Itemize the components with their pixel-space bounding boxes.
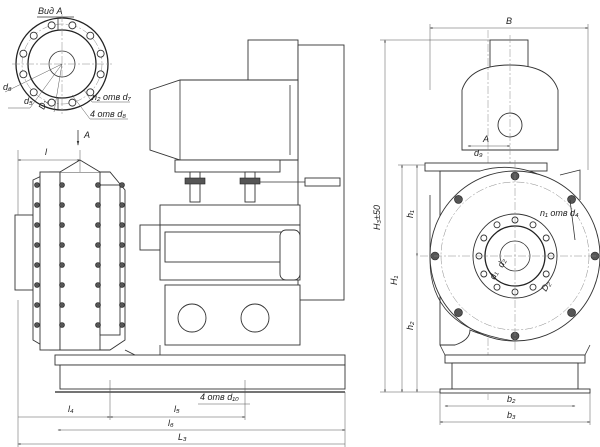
bolt bbox=[59, 242, 65, 248]
bolt bbox=[95, 222, 101, 228]
pump-frame bbox=[159, 204, 301, 226]
bolt-hole bbox=[47, 98, 56, 107]
bolt bbox=[95, 202, 101, 208]
label-d2: d₂ bbox=[495, 257, 507, 269]
bolt bbox=[119, 282, 125, 288]
label-d5: d₅ bbox=[24, 96, 33, 106]
view-a-flange: Вид А d₆ d₅ D₁ n₂ отв d₇ 4 отв d₈ bbox=[3, 6, 132, 120]
dim-l4: l₄ bbox=[68, 404, 74, 414]
bolt bbox=[59, 302, 65, 308]
bolt bbox=[119, 262, 125, 268]
dim-l: l bbox=[45, 147, 48, 157]
bolt-hole bbox=[29, 88, 38, 97]
dim-d9: d₉ bbox=[474, 148, 483, 158]
bolt bbox=[34, 322, 40, 328]
label-n2-d7: n₂ отв d₇ bbox=[92, 92, 132, 102]
bolt-hole bbox=[19, 49, 28, 58]
dim-A: A bbox=[482, 134, 489, 144]
dim-holes-d10: 4 отв d₁₀ bbox=[200, 392, 239, 402]
dim-b3: b₃ bbox=[507, 410, 516, 420]
motor-fan-cover bbox=[247, 39, 299, 81]
bolt-hole bbox=[567, 195, 576, 204]
view-a-title: Вид А bbox=[38, 6, 63, 16]
dim-B: B bbox=[506, 16, 512, 26]
bolt bbox=[34, 222, 40, 228]
bolt bbox=[59, 202, 65, 208]
bolt bbox=[119, 302, 125, 308]
bolt-hole bbox=[68, 21, 77, 30]
bolt-hole bbox=[529, 283, 537, 291]
dim-H1: H₁ bbox=[389, 276, 399, 285]
base-front bbox=[451, 362, 579, 390]
motor-guard-plate bbox=[297, 44, 345, 301]
label-n1-d4: n₁ отв d₄ bbox=[540, 208, 579, 218]
bolt bbox=[34, 202, 40, 208]
bolt bbox=[119, 322, 125, 328]
bolt bbox=[59, 322, 65, 328]
bolt-hole bbox=[68, 98, 77, 107]
bolt bbox=[59, 262, 65, 268]
bolt-hole bbox=[493, 283, 501, 291]
bolt-hole bbox=[529, 221, 537, 229]
label-4-d8: 4 отв d₈ bbox=[90, 109, 126, 119]
side-view: A l 4 отв d₁ bbox=[14, 39, 346, 447]
flange-bolt-holes bbox=[19, 21, 105, 107]
bolt bbox=[59, 282, 65, 288]
bolt-hole bbox=[29, 31, 38, 40]
bolt bbox=[34, 242, 40, 248]
bolt bbox=[34, 182, 40, 188]
bolt bbox=[34, 302, 40, 308]
bolt bbox=[95, 262, 101, 268]
view-arrow-label: A bbox=[83, 130, 90, 140]
bolt bbox=[59, 222, 65, 228]
bolt-hole bbox=[86, 88, 95, 97]
bolt bbox=[34, 282, 40, 288]
bolt-hole bbox=[493, 221, 501, 229]
bolt bbox=[95, 182, 101, 188]
dim-H3: H₃±50 bbox=[372, 205, 382, 230]
base-frame bbox=[54, 354, 346, 366]
casing-bolts bbox=[34, 182, 125, 328]
bolt-hole bbox=[86, 31, 95, 40]
motor-body bbox=[149, 79, 299, 161]
bolt bbox=[119, 182, 125, 188]
bolt bbox=[119, 242, 125, 248]
bolt bbox=[95, 282, 101, 288]
dim-b2: b₂ bbox=[507, 394, 516, 404]
dim-L3: L₃ bbox=[178, 432, 187, 442]
label-d6: d₆ bbox=[3, 82, 12, 92]
front-view: B A d₉ n₁ отв d₄ d₁ d₂ D₂ bbox=[372, 16, 600, 425]
bearing-circle bbox=[177, 303, 207, 333]
label-d1: d₁ bbox=[487, 270, 499, 281]
dim-h1: h₁ bbox=[405, 210, 415, 218]
dim-h2: h₂ bbox=[405, 321, 415, 330]
bolt-hole bbox=[480, 270, 488, 278]
bolt-hole bbox=[567, 308, 576, 317]
bolt-hole bbox=[542, 270, 550, 278]
bolt bbox=[59, 182, 65, 188]
dim-l5: l₅ bbox=[174, 404, 180, 414]
suction-flange bbox=[14, 214, 34, 291]
bolt bbox=[119, 222, 125, 228]
bolt-hole bbox=[454, 195, 463, 204]
bolt bbox=[34, 262, 40, 268]
bolt-hole bbox=[542, 234, 550, 242]
bolt bbox=[119, 202, 125, 208]
bolt-hole bbox=[96, 70, 105, 79]
dim-l6: l₆ bbox=[168, 418, 174, 428]
bolt-hole bbox=[96, 49, 105, 58]
bolt-hole bbox=[480, 234, 488, 242]
bolt bbox=[95, 242, 101, 248]
bolt bbox=[95, 322, 101, 328]
bolt-hole bbox=[19, 70, 28, 79]
bolt-hole bbox=[454, 308, 463, 317]
bolt bbox=[95, 302, 101, 308]
bolt-hole bbox=[47, 21, 56, 30]
label-D1: D₁ bbox=[36, 98, 49, 110]
